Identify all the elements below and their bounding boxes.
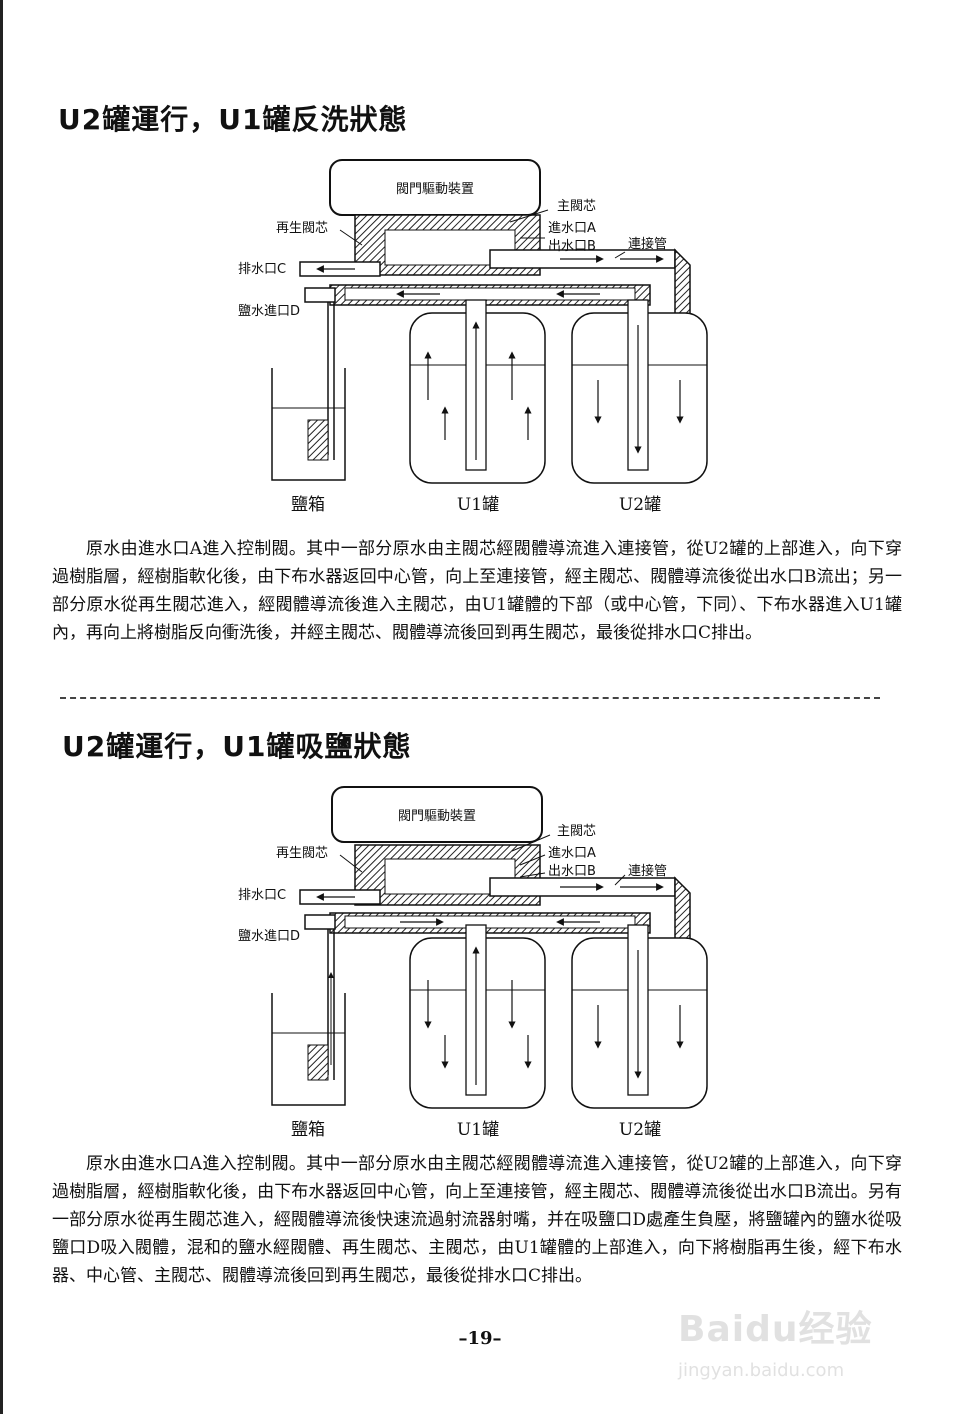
brine-d-label: 鹽水進口D <box>238 929 300 944</box>
section2-paragraph: 原水由進水口A進入控制閥。其中一部分原水由主閥芯經閥體導流進入連接管，從U2罐的… <box>52 1154 902 1286</box>
brine-draw-diagram: 閥門驅動裝置 主閥芯 再生閥芯 進水口A 出水口B 連接管 排水口C 鹽水進口D… <box>238 786 708 1140</box>
baidu-watermark: Baidu经验 jingyan.baidu.com <box>678 1300 918 1410</box>
section2-title: U2罐運行，U1罐吸鹽狀態 <box>62 730 412 763</box>
u2-tank-caption: U2罐 <box>619 495 661 515</box>
u2-tank-caption: U2罐 <box>619 1120 661 1140</box>
regen-valve-label: 再生閥芯 <box>276 846 328 861</box>
section1-paragraph: 原水由進水口A進入控制閥。其中一部分原水由主閥芯經閥體導流進入連接管，從U2罐的… <box>52 539 902 643</box>
main-valve-label: 主閥芯 <box>557 824 596 839</box>
drain-c-label: 排水口C <box>238 262 286 277</box>
u1-tank-caption: U1罐 <box>457 495 499 515</box>
regen-valve-label: 再生閥芯 <box>276 221 328 236</box>
drain-c-label: 排水口C <box>238 888 286 903</box>
outlet-b-label: 出水口B <box>548 864 596 879</box>
brine-inlet <box>304 914 336 930</box>
watermark-logo: Baidu经验 <box>678 1309 873 1350</box>
valve-drive-label: 閥門驅動裝置 <box>398 809 476 824</box>
outlet-b-label: 出水口B <box>548 239 596 254</box>
valve-drive-label: 閥門驅動裝置 <box>396 182 474 197</box>
page-number: –19– <box>458 1328 502 1349</box>
inlet-a-label: 進水口A <box>548 221 596 236</box>
brine-tank-caption: 鹽箱 <box>291 495 325 515</box>
section-divider <box>60 697 880 699</box>
brine-tank <box>271 368 346 481</box>
brine-d-label: 鹽水進口D <box>238 304 300 319</box>
section1-title: U2罐運行，U1罐反洗狀態 <box>58 103 408 136</box>
brine-tank <box>271 993 346 1106</box>
page-left-border <box>0 0 3 1414</box>
connect-pipe-label: 連接管 <box>628 863 667 879</box>
watermark-url: jingyan.baidu.com <box>678 1360 845 1381</box>
main-valve-label: 主閥芯 <box>557 199 596 214</box>
u1-tank-caption: U1罐 <box>457 1120 499 1140</box>
backwash-diagram: 閥門驅動裝置 主閥芯 再生閥芯 進水口A 出水口B 連接管 排水口C 鹽水進口D… <box>238 159 708 515</box>
valve-drive-box <box>331 786 543 843</box>
brine-inlet <box>304 287 336 303</box>
inlet-a-label: 進水口A <box>548 846 596 861</box>
brine-tank-caption: 鹽箱 <box>291 1120 325 1140</box>
connect-pipe-label: 連接管 <box>628 236 667 252</box>
